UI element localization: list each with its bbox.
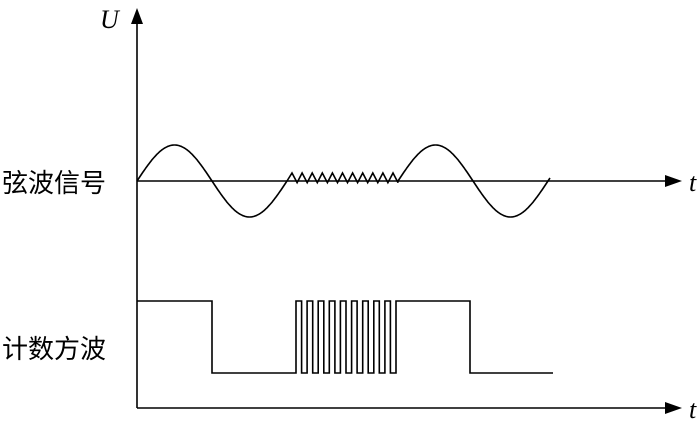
t-axis-top-label: t — [689, 168, 697, 197]
u-axis-label: U — [100, 5, 121, 34]
square-wave-label: 计数方波 — [2, 335, 106, 365]
sine-signal-label: 弦波信号 — [2, 169, 106, 199]
t-axis-top-arrow-icon — [665, 175, 682, 187]
t-axis-bottom-arrow-icon — [665, 402, 682, 414]
square-wave-curve — [137, 300, 553, 374]
sine-signal-curve — [136, 144, 551, 218]
u-axis-arrow-icon — [131, 8, 143, 24]
t-axis-bottom-label: t — [689, 395, 697, 424]
